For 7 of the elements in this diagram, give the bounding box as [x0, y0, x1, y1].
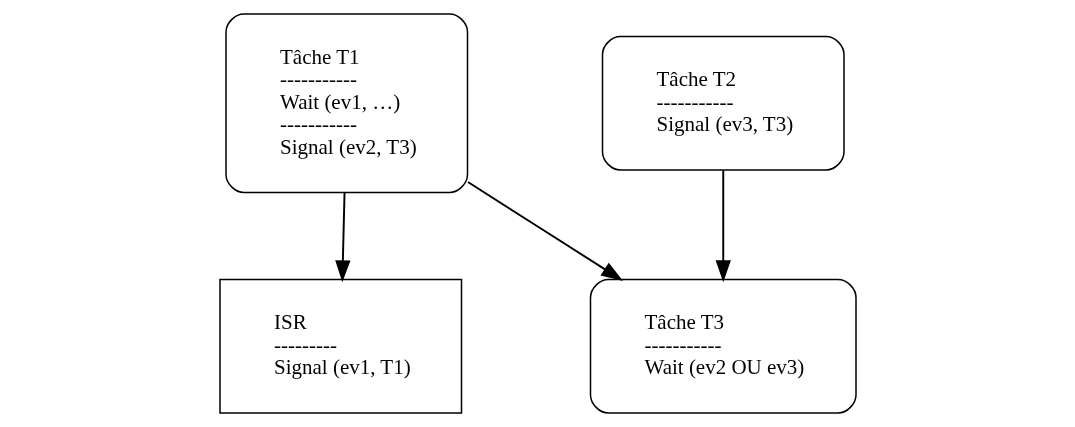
arrow [466, 181, 623, 281]
arrow [715, 169, 731, 283]
arrow [334, 191, 351, 283]
node-box: Tâche T1 ----------- Wait (ev1, …) ----------- Signal (ev2, T3) [224, 13, 468, 194]
node-box: Tâche T3 ----------- Wait (ev2 OU ev3) [589, 278, 857, 414]
node-box: ISR --------- Signal (ev1, T1) [218, 278, 462, 414]
node-box: Tâche T2 ----------- Signal (ev3, T3) [601, 35, 845, 171]
